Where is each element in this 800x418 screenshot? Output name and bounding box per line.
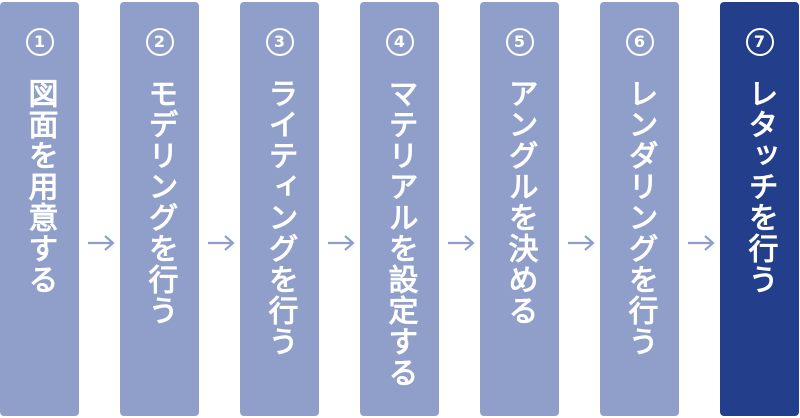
step-number-badge: 4 <box>385 28 414 56</box>
arrow-right-icon <box>86 233 116 253</box>
step-1: 1 図面を用意する <box>0 2 79 416</box>
step-number-badge: 1 <box>25 28 54 56</box>
step-label: レタッチを行う <box>742 78 778 295</box>
step-number-badge: 3 <box>265 28 294 56</box>
step-label: マテリアルを設定する <box>382 78 418 388</box>
step-number-badge: 7 <box>745 28 774 56</box>
step-6: 6 レンダリングを行う <box>600 2 679 416</box>
step-number-badge: 2 <box>145 28 174 56</box>
arrow-right-icon <box>686 233 716 253</box>
step-label: レンダリングを行う <box>622 78 658 357</box>
arrow-right-icon <box>206 233 236 253</box>
step-2: 2 モデリングを行う <box>120 2 199 416</box>
step-3: 3 ライティングを行う <box>240 2 319 416</box>
step-4: 4 マテリアルを設定する <box>360 2 439 416</box>
step-number-badge: 6 <box>625 28 654 56</box>
step-number-badge: 5 <box>505 28 534 56</box>
step-label: モデリングを行う <box>142 78 178 326</box>
step-5: 5 アングルを決める <box>480 2 559 416</box>
step-label: ライティングを行う <box>262 78 298 357</box>
arrow-right-icon <box>566 233 596 253</box>
step-label: アングルを決める <box>502 78 538 326</box>
step-label: 図面を用意する <box>22 78 58 295</box>
step-7: 7 レタッチを行う <box>720 2 799 416</box>
arrow-right-icon <box>326 233 356 253</box>
arrow-right-icon <box>446 233 476 253</box>
